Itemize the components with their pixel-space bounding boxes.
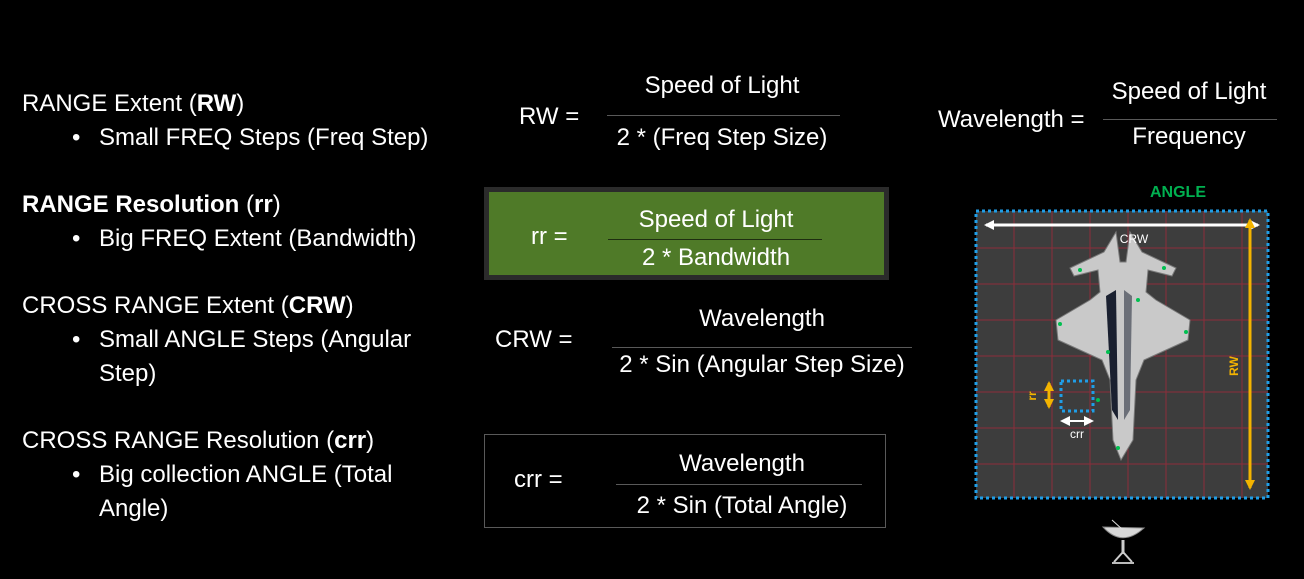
eq-rr-fraction-bar xyxy=(608,239,822,240)
eq-rw-lhs: RW = xyxy=(519,103,580,130)
cross-range-resolution-title: CROSS RANGE Resolution (crr) xyxy=(22,427,375,454)
eq-wavelength-lhs: Wavelength = xyxy=(938,106,1085,133)
eq-crr-denominator: 2 * Sin (Total Angle) xyxy=(636,492,848,519)
list-item-cross-range-resolution: CROSS RANGE Resolution (crr) Big collect… xyxy=(22,424,462,526)
eq-crr-lhs: crr = xyxy=(514,466,563,493)
eq-crw-denominator: 2 * Sin (Angular Step Size) xyxy=(619,351,905,378)
range-resolution-bullet: Big FREQ Extent (Bandwidth) xyxy=(22,222,416,256)
eq-wavelength-denominator: Frequency xyxy=(1132,123,1246,150)
radar-dish-icon xyxy=(1101,519,1146,564)
equation-rr-box xyxy=(484,187,889,280)
rw-label: RW xyxy=(1227,355,1241,375)
image-extent-border xyxy=(974,209,1270,500)
resolution-cell xyxy=(1059,379,1095,413)
eq-rr-denominator: 2 * Bandwidth xyxy=(641,244,791,271)
eq-crr-numerator: Wavelength xyxy=(679,450,805,477)
crw-label: CRW xyxy=(1120,232,1149,246)
eq-rw-fraction-bar xyxy=(607,115,840,116)
crr-label: crr xyxy=(1070,427,1084,441)
eq-rw-denominator: 2 * (Freq Step Size) xyxy=(616,124,828,151)
radar-geometry-figure: ANGLE CRW RW xyxy=(974,184,1270,564)
eq-wavelength-fraction-bar xyxy=(1103,119,1277,120)
cross-range-resolution-bullet: Big collection ANGLE (Total Angle) xyxy=(22,458,439,526)
eq-wavelength-numerator: Speed of Light xyxy=(1111,78,1267,105)
eq-crw-fraction-bar xyxy=(612,347,912,348)
cross-range-extent-title: CROSS RANGE Extent (CRW) xyxy=(22,292,354,319)
range-extent-title: RANGE Extent (RW) xyxy=(22,90,245,117)
angle-label: ANGLE xyxy=(1150,184,1206,201)
eq-crr-fraction-bar xyxy=(616,484,862,485)
aircraft-icon xyxy=(1055,230,1191,462)
eq-rw-numerator: Speed of Light xyxy=(644,72,800,99)
rr-label: rr xyxy=(1025,391,1039,401)
eq-crw-lhs: CRW = xyxy=(495,326,573,353)
list-item-range-resolution: RANGE Resolution (rr) Big FREQ Extent (B… xyxy=(22,188,416,256)
cross-range-extent-bullet: Small ANGLE Steps (Angular Step) xyxy=(22,323,439,391)
eq-rr-numerator: Speed of Light xyxy=(638,206,794,233)
eq-crw-numerator: Wavelength xyxy=(699,305,825,332)
range-extent-bullet: Small FREQ Steps (Freq Step) xyxy=(22,121,428,155)
equation-crr-box xyxy=(484,434,886,528)
list-item-range-extent: RANGE Extent (RW) Small FREQ Steps (Freq… xyxy=(22,87,428,155)
list-item-cross-range-extent: CROSS RANGE Extent (CRW) Small ANGLE Ste… xyxy=(22,289,462,391)
eq-rr-lhs: rr = xyxy=(531,223,568,250)
range-resolution-title: RANGE Resolution (rr) xyxy=(22,191,281,218)
